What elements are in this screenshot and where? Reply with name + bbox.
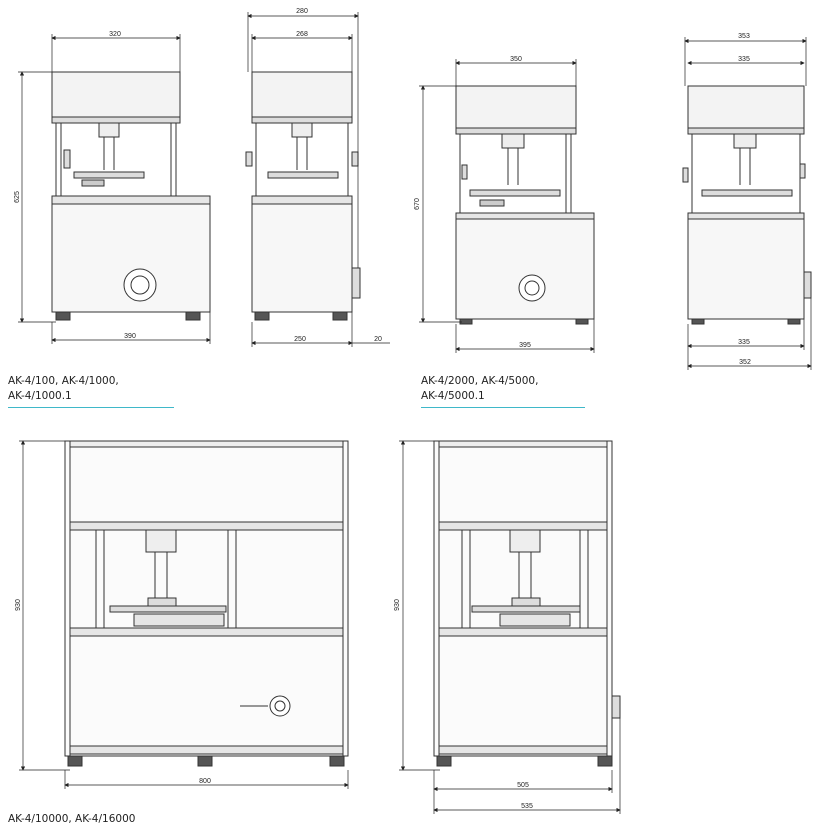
- dim-320: 320: [109, 31, 121, 38]
- caption-ak4-100-line1: AK-4/100, AK-4/1000,: [8, 375, 119, 387]
- dim-670: 670: [414, 198, 421, 210]
- caption-ak4-10000-line1: AK-4/10000, AK-4/16000: [8, 813, 136, 825]
- dim-280: 280: [296, 8, 308, 15]
- caption-ak4-100-underline: [8, 407, 174, 408]
- caption-ak4-2000: AK-4/2000, AK-4/5000, AK-4/5000.1: [421, 374, 538, 404]
- drawing-ak4-2000-side: [682, 85, 812, 325]
- dim-335-bottom: 335: [738, 339, 750, 346]
- dim-390: 390: [124, 333, 136, 340]
- dim-lines-ak4-100-front: [18, 34, 211, 344]
- caption-ak4-2000-underline: [421, 407, 585, 408]
- dim-lines-ak4-2000-side: [684, 37, 812, 370]
- dim-625: 625: [14, 191, 21, 203]
- dim-lines-ak4-100-side: [247, 12, 390, 347]
- dim-lines-ak4-10000-front: [19, 440, 349, 789]
- dim-535: 535: [521, 803, 533, 810]
- dim-930-right: 930: [394, 599, 401, 611]
- caption-ak4-10000: AK-4/10000, AK-4/16000: [8, 812, 135, 827]
- dim-20: 20: [374, 336, 382, 343]
- dim-395: 395: [519, 342, 531, 349]
- drawing-ak4-100-front: [51, 71, 211, 321]
- caption-ak4-100: AK-4/100, AK-4/1000, AK-4/1000.1: [8, 374, 119, 404]
- dim-lines-ak4-2000-front: [419, 59, 595, 353]
- dim-353: 353: [738, 33, 750, 40]
- caption-ak4-2000-line1: AK-4/2000, AK-4/5000,: [421, 375, 539, 387]
- dim-800: 800: [199, 778, 211, 785]
- dim-268: 268: [296, 31, 308, 38]
- dim-250: 250: [294, 336, 306, 343]
- dim-505: 505: [517, 782, 529, 789]
- drawing-ak4-10000-front: [64, 440, 349, 767]
- dim-lines-ak4-10000-side: [399, 440, 621, 814]
- dim-352: 352: [739, 359, 751, 366]
- drawing-ak4-10000-side: [433, 440, 621, 767]
- drawing-ak4-2000-front: [455, 85, 595, 325]
- dim-335-top: 335: [738, 56, 750, 63]
- dim-350: 350: [510, 56, 522, 63]
- dim-930-left: 930: [15, 599, 22, 611]
- caption-ak4-100-line2: AK-4/1000.1: [8, 390, 72, 402]
- drawing-ak4-100-side: [245, 71, 361, 321]
- caption-ak4-2000-line2: AK-4/5000.1: [421, 390, 485, 402]
